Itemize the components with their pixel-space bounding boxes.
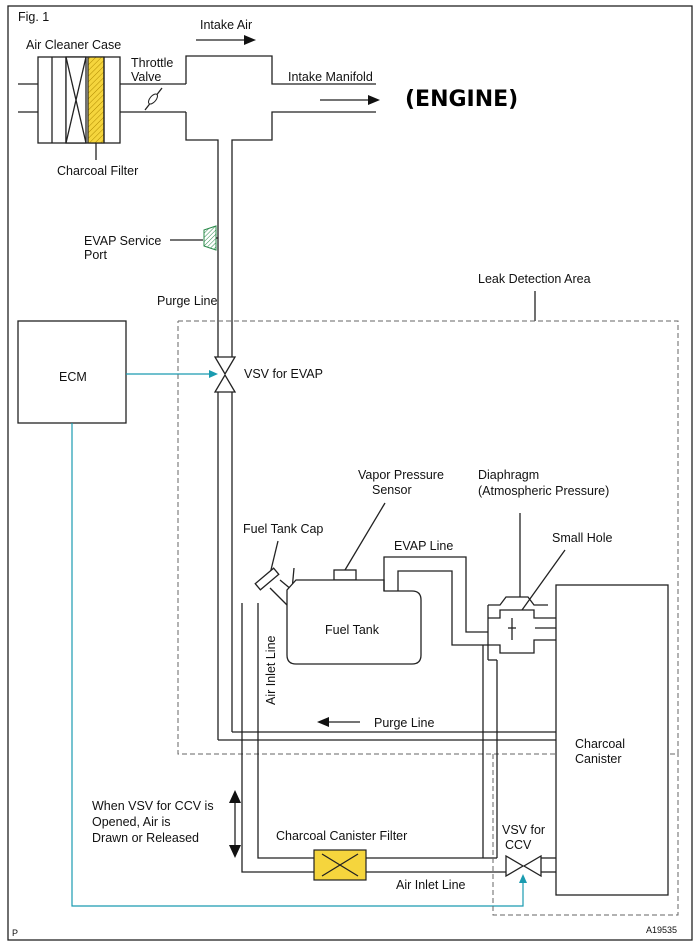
- vsv-ccv-label-2: CCV: [505, 838, 532, 852]
- air-inlet-line-bottom-label: Air Inlet Line: [396, 878, 466, 892]
- vapor-pressure-sensor-label-1: Vapor Pressure: [358, 468, 444, 482]
- purge-line-bottom-label: Purge Line: [374, 716, 435, 730]
- throttle-valve-icon: [144, 87, 163, 111]
- air-inlet-line-bottom-pipe: [366, 857, 556, 873]
- small-hole-label: Small Hole: [552, 531, 612, 545]
- throttle-label-1: Throttle: [131, 56, 173, 70]
- charcoal-canister-label-2: Canister: [575, 752, 622, 766]
- diaphragm-label-2: (Atmospheric Pressure): [478, 484, 609, 498]
- diaphragm-valve: [487, 596, 556, 660]
- fuel-tank-cap-label: Fuel Tank Cap: [243, 522, 323, 536]
- fuel-tank: [286, 579, 422, 665]
- evap-line-label: EVAP Line: [394, 539, 453, 553]
- vsv-evap-icon: [213, 356, 237, 393]
- charcoal-canister-label-1: Charcoal: [575, 737, 625, 751]
- fig-label: Fig. 1: [18, 10, 49, 24]
- charcoal-filter-label: Charcoal Filter: [57, 164, 138, 178]
- air-inlet-line-pipe: [241, 603, 314, 873]
- vapor-pressure-sensor: [333, 569, 357, 581]
- ecm-label: ECM: [59, 370, 87, 384]
- ccv-area-boundary: [492, 754, 679, 916]
- ccv-connecting-pipes: [482, 645, 498, 859]
- when-vsv-label-3: Drawn or Released: [92, 831, 199, 845]
- figure-code-label: A19535: [646, 925, 677, 935]
- vsv-ccv-label-1: VSV for: [502, 823, 545, 837]
- purge-line-bottom-pipe: [218, 731, 556, 741]
- evap-service-port-label-2: Port: [84, 248, 107, 262]
- intake-manifold-arrow-icon: [320, 95, 380, 105]
- evap-line-pipe: [383, 556, 488, 646]
- air-flow-double-arrow-icon: [229, 790, 241, 858]
- charcoal-canister: [555, 584, 669, 896]
- throttle-label-2: Valve: [131, 70, 161, 84]
- fuel-tank-label: Fuel Tank: [325, 623, 380, 637]
- engine-label: (ENGINE): [405, 87, 518, 112]
- intake-plenum: [185, 55, 376, 148]
- charcoal-filter: [87, 56, 105, 144]
- leak-detection-area-label: Leak Detection Area: [478, 272, 591, 286]
- diaphragm-label-1: Diaphragm: [478, 468, 539, 482]
- when-vsv-label-2: Opened, Air is: [92, 815, 171, 829]
- vsv-evap-label: VSV for EVAP: [244, 367, 323, 381]
- air-inlet-line-vertical-label: Air Inlet Line: [264, 635, 278, 705]
- ecm-box: [17, 320, 127, 424]
- intake-manifold-label: Intake Manifold: [288, 70, 373, 84]
- ecm-signal-lines: [71, 370, 527, 907]
- corner-p-label: P: [12, 928, 18, 938]
- evap-service-port-icon: [203, 225, 218, 251]
- intake-air-label: Intake Air: [200, 18, 252, 32]
- purge-line-arrow-icon: [317, 717, 360, 727]
- air-cleaner-case: [18, 56, 186, 144]
- purge-line-pipe: [217, 148, 233, 740]
- figure-frame: [7, 5, 693, 941]
- air-cleaner-case-label: Air Cleaner Case: [26, 38, 121, 52]
- fuel-tank-cap-icon: [254, 567, 295, 606]
- charcoal-canister-filter-label: Charcoal Canister Filter: [276, 829, 407, 843]
- purge-line-top-label: Purge Line: [157, 294, 218, 308]
- charcoal-canister-filter: [313, 849, 367, 881]
- vsv-ccv-icon: [505, 854, 542, 878]
- when-vsv-label-1: When VSV for CCV is: [92, 799, 214, 813]
- evap-service-port-label-1: EVAP Service: [84, 234, 161, 248]
- vapor-pressure-sensor-label-2: Sensor: [372, 483, 412, 497]
- intake-air-arrow-icon: [196, 35, 256, 45]
